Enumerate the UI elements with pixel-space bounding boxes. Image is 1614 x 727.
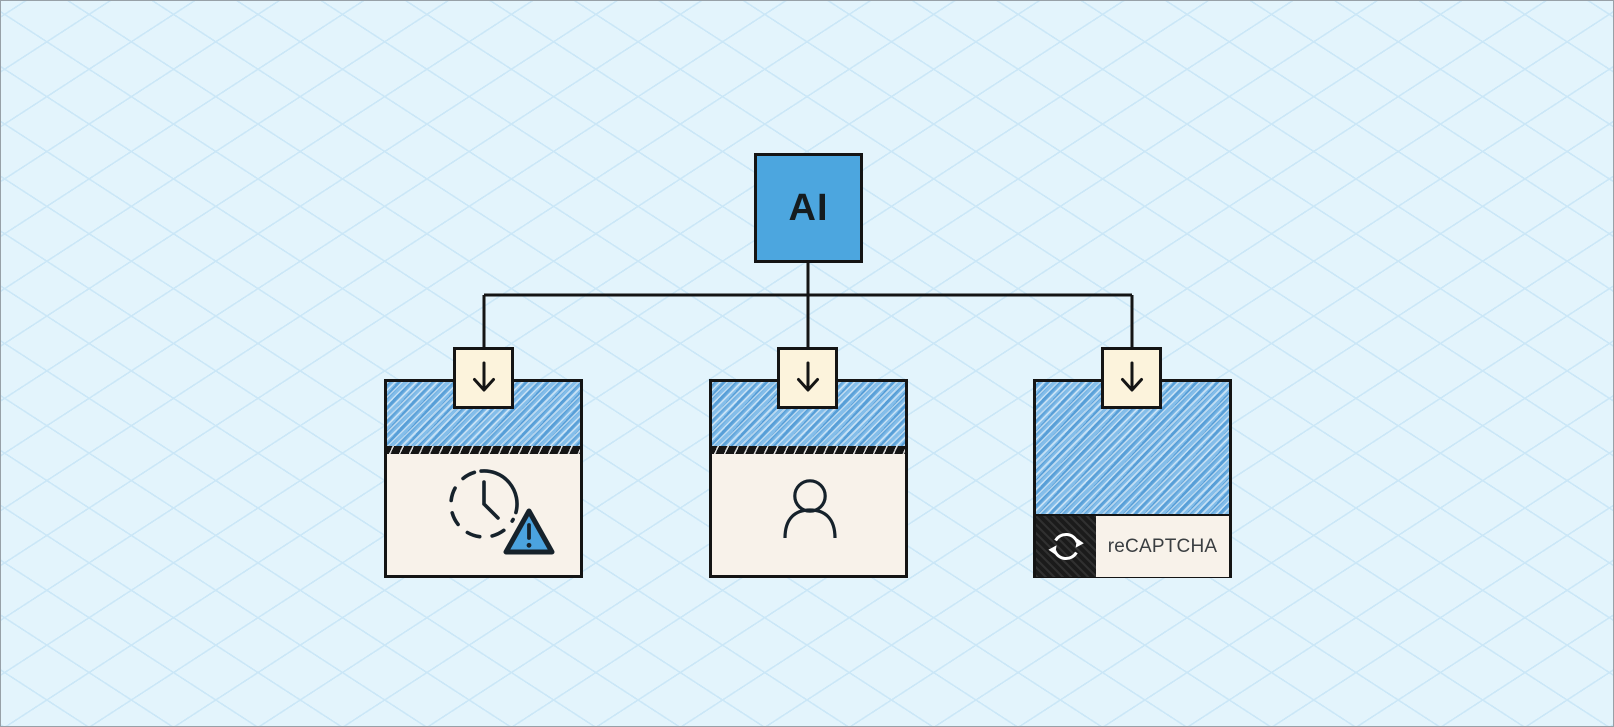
arrow-node-2 — [777, 347, 838, 409]
down-arrow-icon — [1120, 361, 1143, 392]
down-arrow-icon — [796, 361, 819, 392]
ai-root-node: AI — [754, 153, 863, 263]
card-body — [387, 454, 580, 575]
person-card — [709, 379, 908, 578]
recaptcha-bar: reCAPTCHA — [1036, 514, 1229, 577]
ai-label: AI — [788, 186, 829, 229]
down-arrow-icon — [472, 361, 495, 392]
person-icon — [783, 479, 837, 539]
arrow-node-1 — [453, 347, 514, 409]
recaptcha-label-area: reCAPTCHA — [1096, 516, 1229, 577]
hatched-divider — [712, 446, 905, 454]
recaptcha-label: reCAPTCHA — [1107, 535, 1218, 557]
clock-warning-icon — [449, 469, 555, 555]
refresh-icon — [1048, 532, 1084, 560]
hatched-divider — [387, 446, 580, 454]
arrow-node-3 — [1101, 347, 1162, 409]
refresh-tile — [1036, 516, 1096, 577]
card-body — [712, 454, 905, 575]
